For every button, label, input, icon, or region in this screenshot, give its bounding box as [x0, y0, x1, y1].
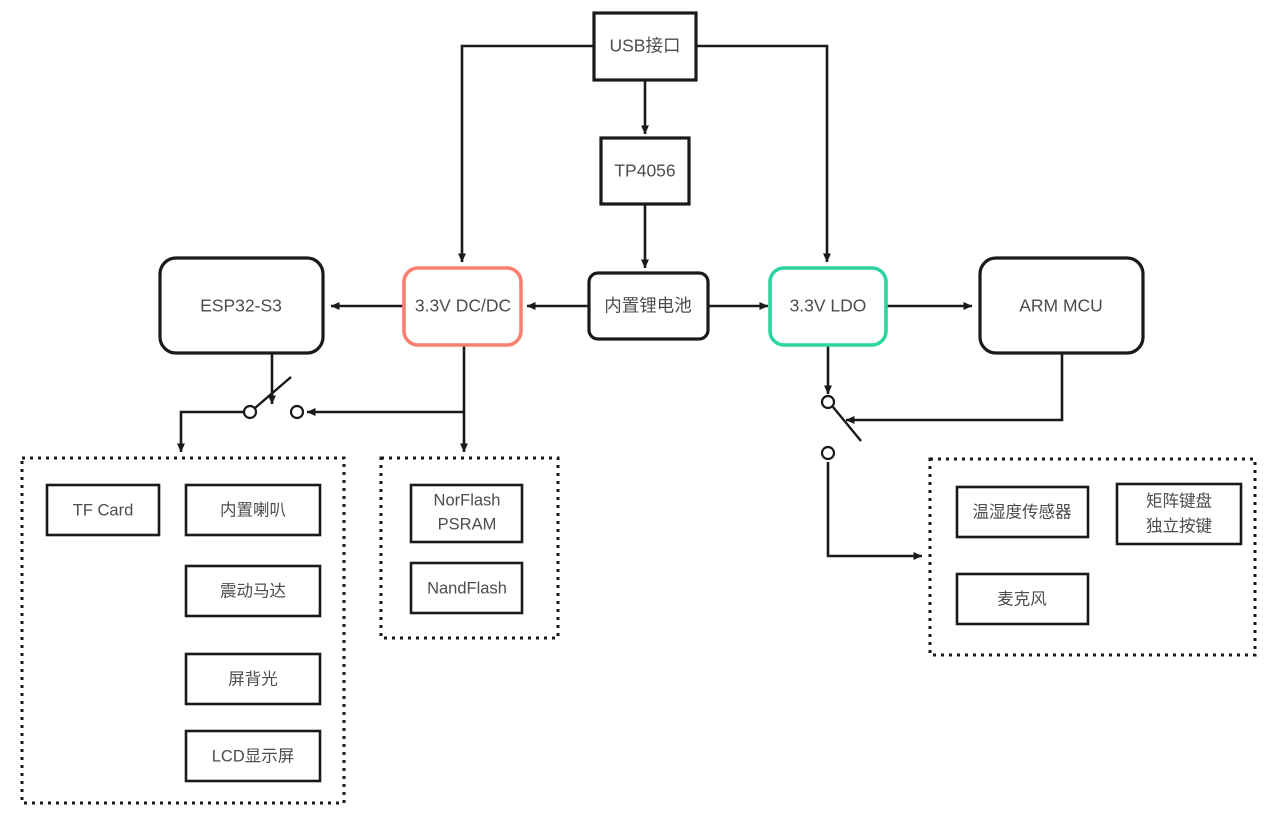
node-ldo[interactable]: 3.3V LDO — [768, 266, 888, 347]
node-tf-card[interactable]: TF Card — [45, 483, 161, 537]
node-speaker-label: 内置喇叭 — [220, 500, 286, 519]
node-temp-humidity-sensor-label: 温湿度传感器 — [973, 502, 1073, 521]
node-norflash-label: NorFlash — [434, 491, 501, 509]
node-battery[interactable]: 内置锂电池 — [587, 271, 710, 341]
node-dcdc-label: 3.3V DC/DC — [415, 296, 511, 316]
wire-usb-to-dcdc — [458, 44, 594, 263]
node-keypad-independent-label: 独立按键 — [1146, 516, 1212, 535]
node-speaker[interactable]: 内置喇叭 — [184, 483, 322, 537]
node-screen-backlight-label: 屏背光 — [228, 669, 278, 688]
node-vibration-motor[interactable]: 震动马达 — [184, 564, 322, 618]
node-nandflash[interactable]: NandFlash — [409, 561, 524, 615]
power-switch-esp[interactable] — [242, 376, 305, 420]
node-norflash-psram[interactable]: NorFlash PSRAM — [409, 483, 524, 544]
wire-usb-to-ldo — [696, 44, 831, 263]
node-arm-mcu-label: ARM MCU — [1019, 296, 1103, 316]
node-keypad-matrix-label: 矩阵键盘 — [1146, 491, 1212, 510]
node-tp4056[interactable]: TP4056 — [599, 136, 691, 206]
node-ldo-label: 3.3V LDO — [790, 296, 867, 316]
power-switch-mcu[interactable] — [820, 394, 862, 461]
wire-armmcu-to-mcu-switch — [845, 353, 1064, 424]
node-psram-label: PSRAM — [438, 515, 497, 533]
node-screen-backlight[interactable]: 屏背光 — [184, 652, 322, 706]
node-esp32[interactable]: ESP32-S3 — [158, 256, 325, 355]
node-arm-mcu[interactable]: ARM MCU — [978, 256, 1145, 355]
node-lcd-display-label: LCD显示屏 — [212, 747, 295, 765]
node-tf-card-label: TF Card — [73, 501, 134, 519]
node-tp4056-label: TP4056 — [614, 161, 675, 181]
wire-esp-switch-to-peripherals — [177, 410, 243, 453]
node-battery-label: 内置锂电池 — [604, 296, 692, 316]
node-temp-humidity-sensor[interactable]: 温湿度传感器 — [955, 485, 1090, 539]
group-memory — [379, 456, 560, 640]
node-usb-label: USB接口 — [610, 36, 681, 56]
node-microphone-label: 麦克风 — [997, 589, 1047, 608]
node-lcd-display[interactable]: LCD显示屏 — [184, 729, 322, 783]
group-esp-peripherals — [20, 456, 346, 805]
wire-mcu-switch-to-peripherals — [826, 462, 923, 560]
group-mcu-peripherals — [928, 457, 1257, 657]
node-keypad[interactable]: 矩阵键盘 独立按键 — [1115, 482, 1243, 546]
node-nandflash-label: NandFlash — [427, 579, 507, 597]
node-microphone[interactable]: 麦克风 — [955, 572, 1090, 626]
node-usb[interactable]: USB接口 — [592, 11, 698, 82]
node-dcdc[interactable]: 3.3V DC/DC — [402, 266, 523, 347]
node-esp32-label: ESP32-S3 — [200, 296, 282, 316]
node-vibration-motor-label: 震动马达 — [220, 581, 286, 600]
